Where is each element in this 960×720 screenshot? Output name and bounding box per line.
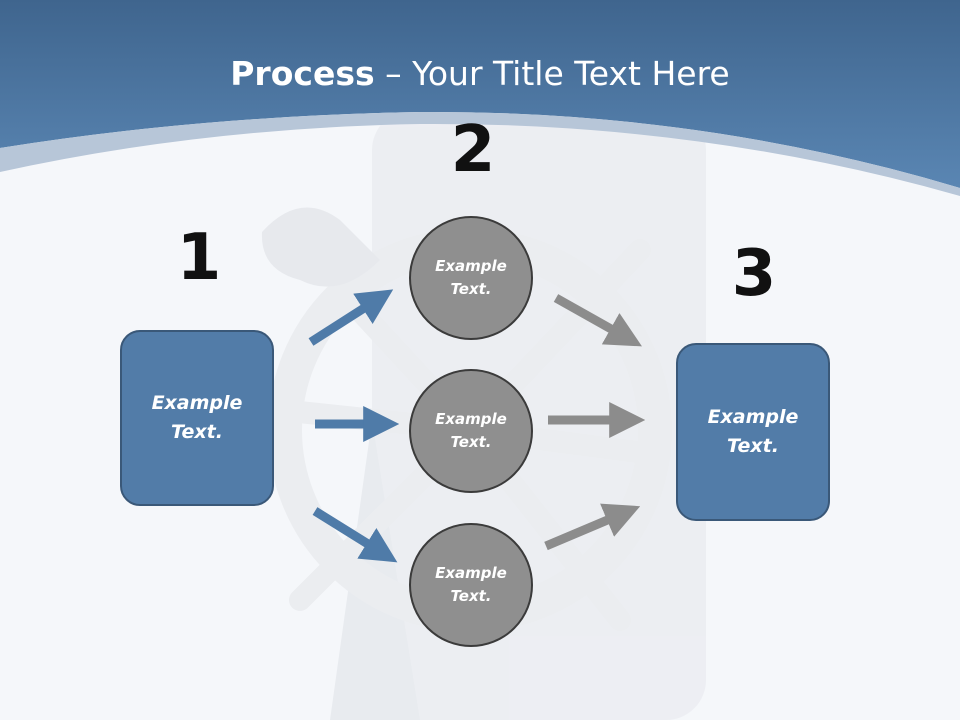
step-1-text: Example Text. (151, 392, 243, 443)
arrow-2c-to-3 (544, 503, 641, 551)
step-2-circle-2: Example Text. (409, 369, 533, 493)
step-3-number: 3 (731, 237, 777, 311)
step-2-number: 2 (450, 113, 496, 187)
step-3-box: Example Text. (676, 343, 830, 521)
step-2-circle-1: Example Text. (409, 216, 533, 340)
step-2-circle-3-text: Example Text. (435, 564, 507, 605)
title-bold: Process (230, 54, 375, 93)
step-2-circle-3: Example Text. (409, 523, 533, 647)
step-1-box: Example Text. (120, 330, 274, 506)
slide-title: Process – Your Title Text Here (0, 52, 960, 96)
arrow-1-to-2a (308, 289, 394, 346)
step-1-number: 1 (176, 221, 222, 295)
title-rest: – Your Title Text Here (374, 54, 730, 93)
step-2-circle-2-text: Example Text. (435, 410, 507, 451)
step-2-circle-1-text: Example Text. (435, 257, 507, 298)
arrow-1-to-2c (312, 507, 398, 563)
step-3-text: Example Text. (707, 406, 799, 457)
arrow-2a-to-3 (553, 294, 642, 347)
